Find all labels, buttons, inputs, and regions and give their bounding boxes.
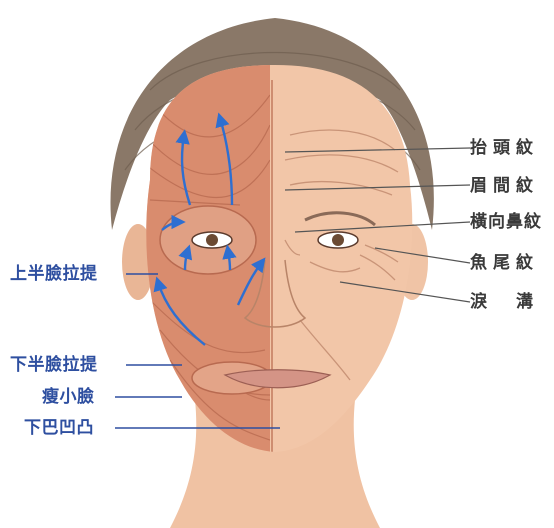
- label-crows-feet: 魚尾紋: [470, 253, 539, 273]
- label-forehead-wrinkles: 抬頭紋: [470, 138, 539, 158]
- label-tear-trough: 淚 溝: [470, 292, 539, 312]
- label-upper-face-lift: 上半臉拉提: [10, 264, 98, 284]
- label-lower-face-lift: 下半臉拉提: [10, 355, 98, 375]
- label-bunny-lines: 橫向鼻紋: [470, 212, 542, 232]
- label-frown-lines: 眉間紋: [470, 176, 539, 196]
- label-face-slimming: 瘦小臉: [42, 387, 95, 407]
- label-chin-dimple: 下巴凹凸: [24, 418, 94, 438]
